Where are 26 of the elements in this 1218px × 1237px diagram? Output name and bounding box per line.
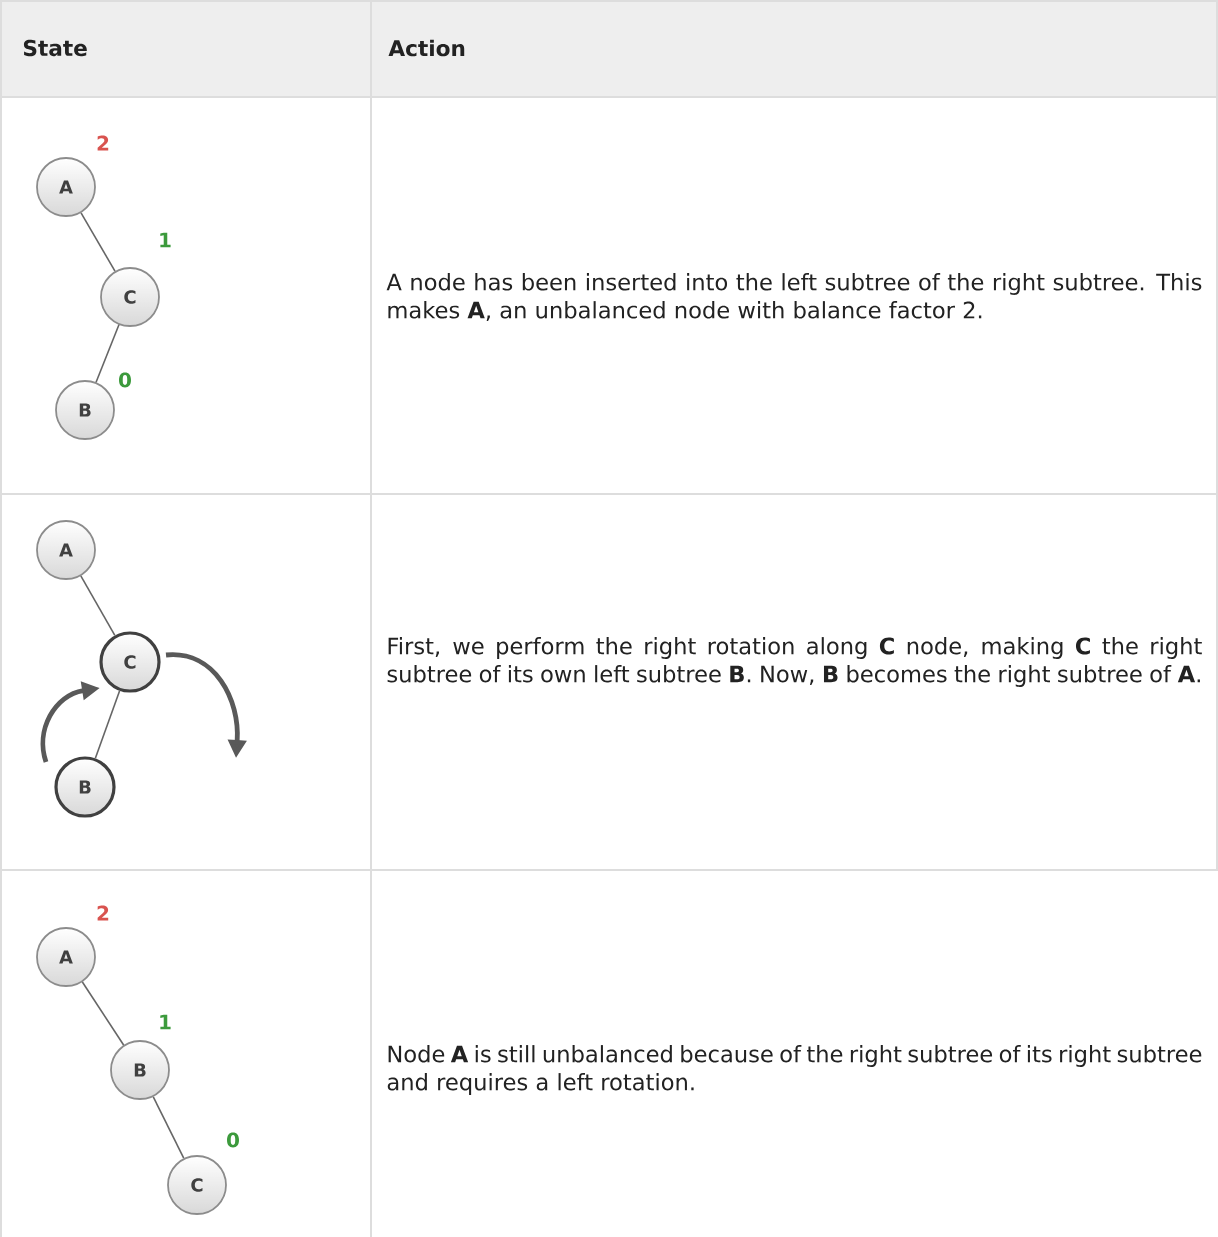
balance-factor: 2: [97, 905, 109, 921]
tree-node: A: [36, 927, 96, 987]
tree-edge: [152, 1096, 185, 1159]
tree-node: C: [99, 631, 161, 693]
description-text: A node has been inserted into the left subtree of the right subtree. This makes A, an unbalanced node with balance factor 2.: [386, 273, 1202, 321]
tree-node: A: [36, 157, 96, 217]
tree-edge: [94, 690, 121, 759]
description-text: Node A is still unbalanced because of the right subtree of its right subtree and requires a left rotation.: [387, 1045, 1202, 1095]
balance-factor: 0: [227, 1132, 239, 1148]
balance-factor: 1: [160, 232, 171, 248]
tree-node: C: [167, 1155, 227, 1215]
balance-factor: 2: [97, 135, 109, 151]
balance-factor: 0: [119, 372, 131, 388]
tree-edge: [81, 981, 125, 1046]
tree-edge: [95, 323, 120, 384]
tree-edge: [80, 212, 116, 272]
tree-node: B: [55, 380, 115, 440]
column-header: Action: [388, 39, 465, 57]
tree-node: A: [36, 520, 96, 580]
tree-edge: [80, 575, 116, 637]
balance-factor: 1: [160, 1014, 171, 1030]
column-header: State: [23, 39, 87, 57]
tree-node: C: [100, 267, 160, 327]
tree-node: B: [54, 756, 116, 818]
description-text: First, we perform the right rotation along C node, making C the right subtree of its own left subtree B. Now, B becomes the right subtree of A.: [387, 637, 1202, 687]
tree-node: B: [110, 1040, 170, 1100]
